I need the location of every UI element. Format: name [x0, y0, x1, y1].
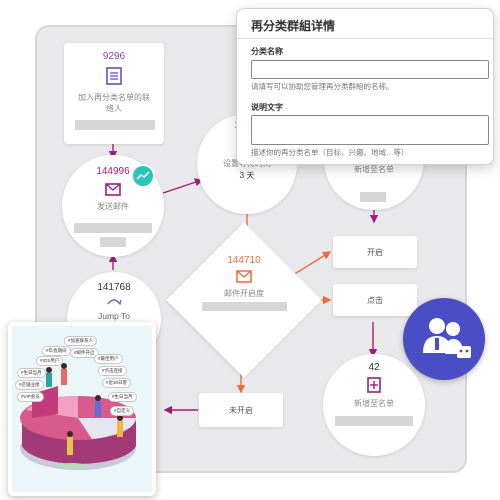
email-node-placeholder [74, 223, 152, 233]
description-field[interactable] [251, 115, 489, 145]
envelope-icon [105, 183, 121, 196]
trend-icon [136, 171, 150, 180]
email-node-label: 发送邮件 [97, 202, 129, 211]
tag-5: #最佳用户 [94, 354, 123, 364]
tag-7: #点击连接 [98, 366, 127, 376]
new-list-node-top-placeholder [360, 192, 386, 202]
list-node-placeholder [75, 120, 155, 130]
tag-3: #IOS用户 [36, 356, 64, 366]
name-field-label: 分类名称 [251, 47, 283, 56]
list-node[interactable]: 9296 加入再分类名单的联络人 [64, 43, 164, 144]
email-node-count: 144996 [96, 166, 130, 177]
email-node[interactable]: 144996 发送邮件 [62, 155, 164, 257]
pie-people-illustration [20, 363, 136, 470]
new-list-node-bottom-count: 42 [368, 362, 380, 373]
tag-10: #VIP会员 [17, 392, 44, 402]
email-node-placeholder-small [100, 237, 126, 247]
segment-users-badge[interactable] [403, 298, 485, 380]
group-details-panel: 再分类群組详情 分类名称 请填写可以协助您管理再分类群組的名称。 说明文字 描述… [236, 8, 494, 165]
new-list-node-bottom-placeholder [335, 416, 413, 426]
panel-title: 再分类群組详情 [237, 9, 493, 39]
list-icon [106, 67, 122, 85]
list-node-count: 9296 [102, 51, 126, 62]
jump-node-count: 141768 [97, 282, 131, 293]
tag-6: #生日当月 [17, 368, 46, 378]
description-field-hint: 描述你的再分类名单（目标、兴趣、地域…等） [251, 148, 409, 157]
name-field-hint: 请填写可以协助您管理再分类群組的名称。 [251, 82, 394, 91]
add-to-list-icon [367, 377, 381, 393]
tag-12: #自定义 [110, 406, 135, 416]
list-node-label: 加入再分类名单的联络人 [78, 93, 150, 113]
opened-branch-button[interactable]: 开启 [333, 236, 417, 268]
jump-node-label: Jump To [98, 311, 130, 321]
wait-node-value: 3 天 [239, 171, 255, 180]
open-envelope-icon [236, 270, 252, 283]
segments-illustration: #加查联系人 #年会期间 #IOS用户 #邮件开启 #最佳用户 #生日当月 #点… [8, 322, 156, 496]
users-group-icon [423, 318, 471, 358]
condition-node-count: 144710 [227, 255, 261, 266]
new-list-node-bottom-label: 新增至名单 [354, 399, 394, 408]
description-field-label: 说明文字 [251, 103, 283, 112]
tag-4: #邮件开启 [70, 348, 99, 358]
condition-node-label: 邮件开启度 [224, 289, 264, 298]
click-branch-button[interactable]: 点击 [333, 284, 417, 316]
tag-2: #年会期间 [42, 346, 71, 356]
jump-arrow-icon [107, 299, 122, 306]
connector-email-to-wait [162, 178, 204, 194]
tag-11: #生日当月 [108, 392, 137, 402]
name-field[interactable] [251, 60, 489, 79]
condition-node-placeholder [201, 302, 287, 311]
new-list-node-bottom[interactable]: 42 新增至名单 [323, 354, 425, 456]
tag-9: #近30日客 [102, 378, 132, 388]
new-list-node-top-label: 新增至名单 [354, 165, 394, 174]
tag-1: #加查联系人 [64, 336, 98, 346]
analytics-badge[interactable] [131, 164, 155, 188]
unopened-branch-button[interactable]: 未开启 [199, 393, 283, 427]
tag-8: #店铺业绩 [15, 380, 44, 390]
condition-node-content: 144710 邮件开启度 [186, 255, 302, 311]
